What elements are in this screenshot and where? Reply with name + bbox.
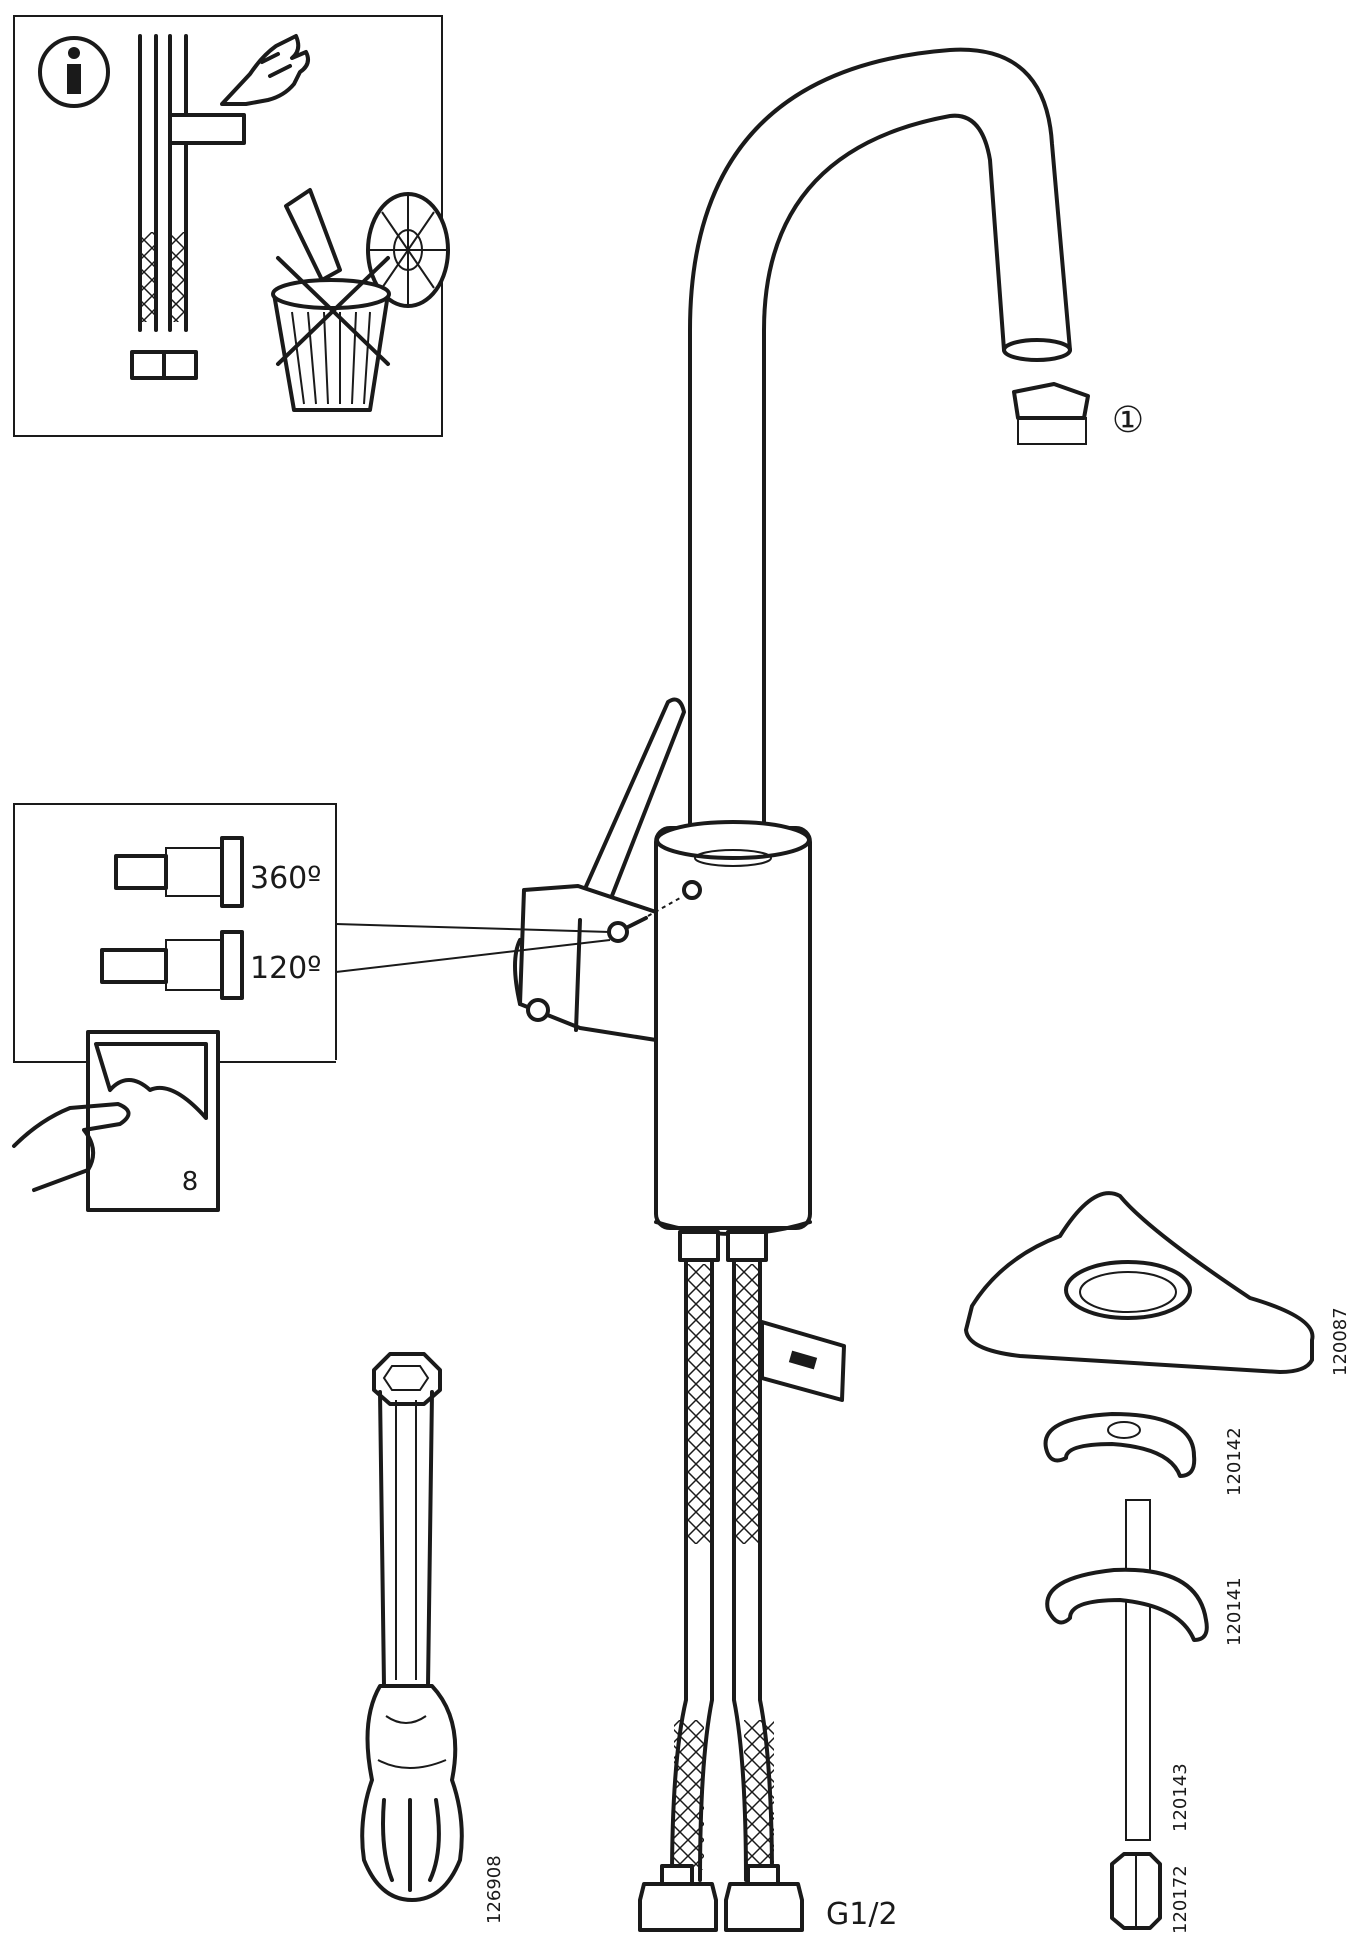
threaded-rod-part-number: 120143 (1170, 1763, 1191, 1832)
hex-nut: 120172 (1110, 1852, 1191, 1934)
hose-pair-illustration (130, 34, 246, 380)
page-reference: 8 (12, 1030, 220, 1212)
nut-part-number: 120172 (1170, 1865, 1191, 1934)
large-washer-part-number: 120141 (1224, 1577, 1245, 1646)
option-360-label: 360º (250, 861, 321, 896)
small-washer: 120142 (1043, 1412, 1245, 1496)
cartridge-option-panel: 360º 120º (13, 803, 611, 1063)
info-panel (13, 15, 450, 437)
info-icon (38, 36, 110, 108)
small-washer-part-number: 120142 (1224, 1427, 1245, 1496)
base-plate: 120087 (964, 1191, 1351, 1376)
cartridge-120: 120º (100, 930, 321, 1000)
cartridge-360: 360º (114, 836, 321, 908)
mounting-tool: 126908 (360, 1352, 505, 1924)
faucet-lever (513, 697, 686, 1042)
faucet-body (654, 820, 812, 1236)
supply-hoses: G1/2 (638, 1230, 898, 1932)
threaded-rod: 120143 (1125, 1499, 1191, 1841)
hand-icon (220, 34, 310, 106)
thread-size-label: G1/2 (826, 1897, 898, 1932)
faucet-spout (688, 47, 1072, 862)
aerator-callout: ① (1112, 400, 1144, 441)
option-120-label: 120º (250, 951, 321, 986)
tool-part-number: 126908 (484, 1855, 505, 1924)
large-washer: 120141 (1045, 1567, 1245, 1646)
page-ref-number: 8 (182, 1167, 199, 1197)
base-plate-part-number: 120087 (1330, 1307, 1351, 1376)
no-dispose-icon (271, 188, 450, 412)
aerator-part: ① (1012, 382, 1144, 445)
